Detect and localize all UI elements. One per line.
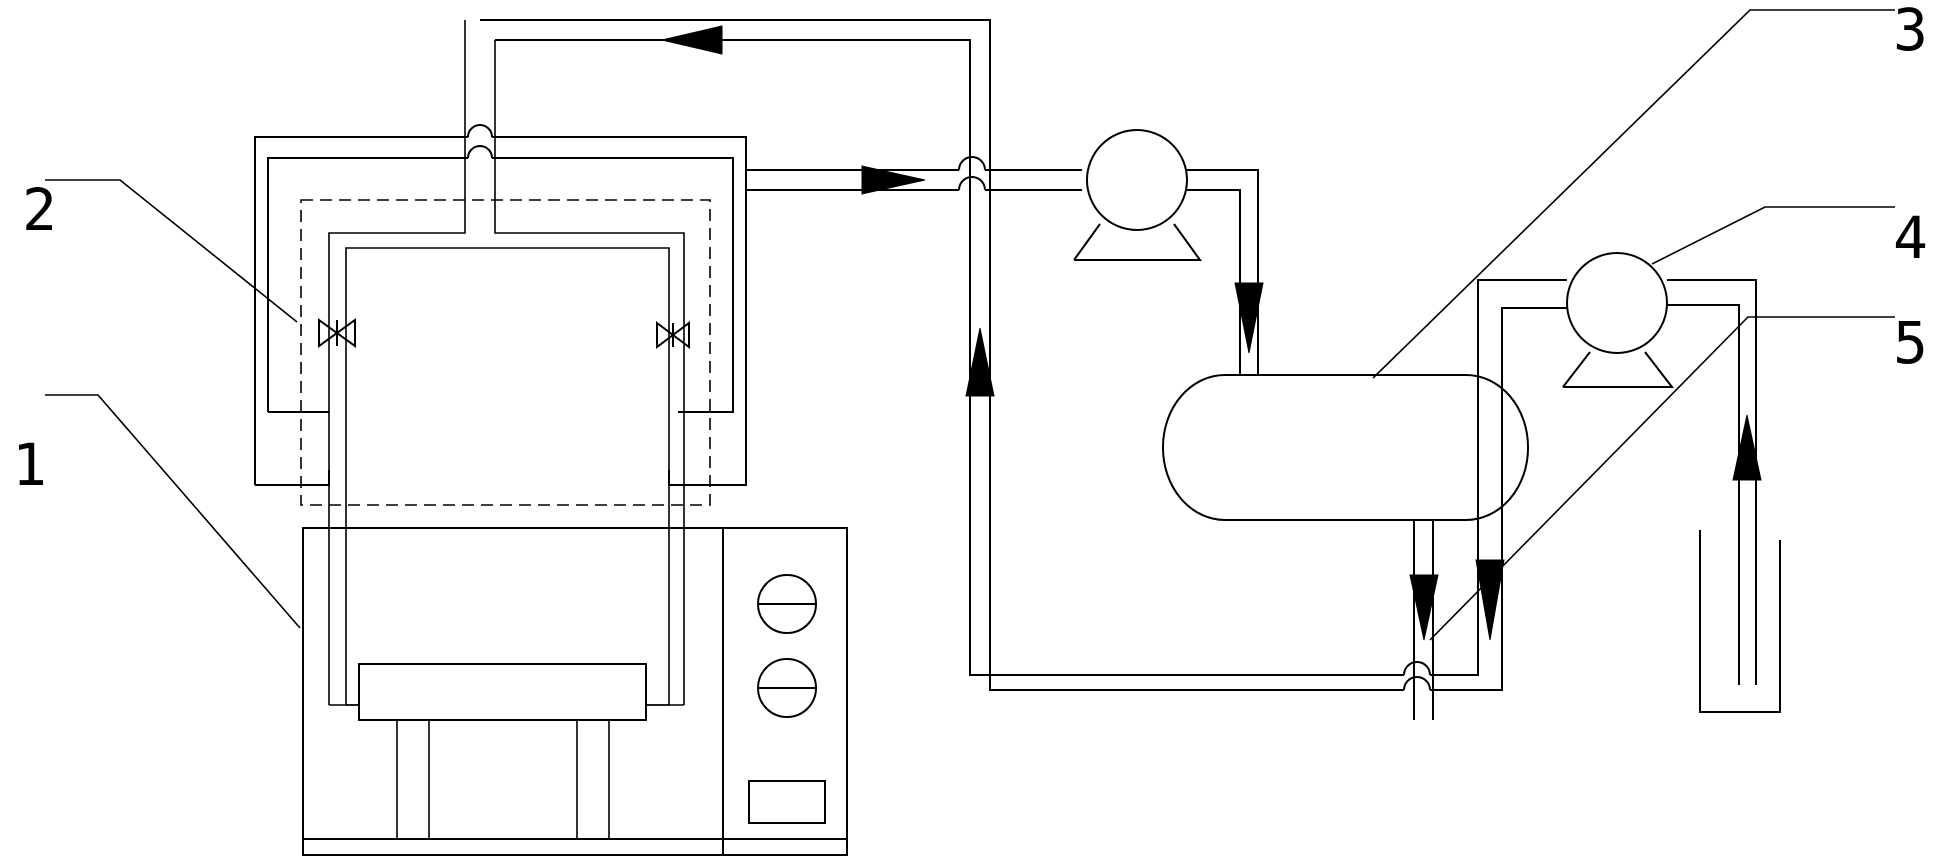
valve-right [656, 321, 690, 349]
collection-vessel [1699, 530, 1781, 713]
outlet-pipes [746, 156, 1082, 191]
pump-upper-outlet-inner [1187, 189, 1241, 375]
control-panel [748, 574, 826, 824]
jacket-coolant-pipes [254, 124, 747, 486]
apparatus-body [302, 527, 848, 856]
arrow-down-tank-outlet-1 [1409, 574, 1439, 641]
pump-right-outlet [1667, 279, 1757, 685]
callout-label-2: 2 [22, 176, 57, 244]
callout-1: 1 [12, 394, 301, 629]
tray-leg-left [396, 719, 430, 840]
inner-pipes [328, 20, 685, 706]
valve-left [318, 318, 356, 348]
arrow-top-left [661, 25, 723, 55]
tray-leg-right [576, 719, 610, 840]
arrow-up-loop [965, 327, 995, 397]
callout-label-4: 4 [1893, 204, 1928, 272]
return-loop-top [480, 19, 1503, 691]
callout-4: 4 [1651, 204, 1928, 272]
arrow-up-vessel [1732, 414, 1762, 481]
tank-outlets [1413, 520, 1434, 720]
flow-arrows [661, 25, 1762, 641]
control-knob-top [757, 574, 817, 634]
pump-right-inlet [1477, 279, 1567, 520]
arrow-down-tank-inlet [1234, 282, 1264, 354]
callout-label-1: 1 [12, 431, 47, 499]
pump-upper [1073, 129, 1202, 261]
separator-tank [1162, 374, 1529, 521]
pump-right-inlet-inner [1501, 307, 1567, 520]
pump-right [1562, 252, 1675, 388]
arrow-down-tank-outlet-2 [1475, 559, 1505, 641]
callout-label-3: 3 [1893, 0, 1928, 64]
jacket-enclosure [300, 199, 711, 506]
callout-3: 3 [1372, 0, 1928, 379]
display-window [748, 780, 826, 824]
callout-2: 2 [22, 176, 298, 323]
control-knob-bottom [757, 658, 817, 718]
callout-label-5: 5 [1893, 309, 1928, 377]
callout-5: 5 [1429, 309, 1928, 641]
heating-tray [358, 663, 647, 721]
arrow-right-outlet [861, 165, 926, 195]
pump-right-outlet-inner [1667, 304, 1740, 685]
